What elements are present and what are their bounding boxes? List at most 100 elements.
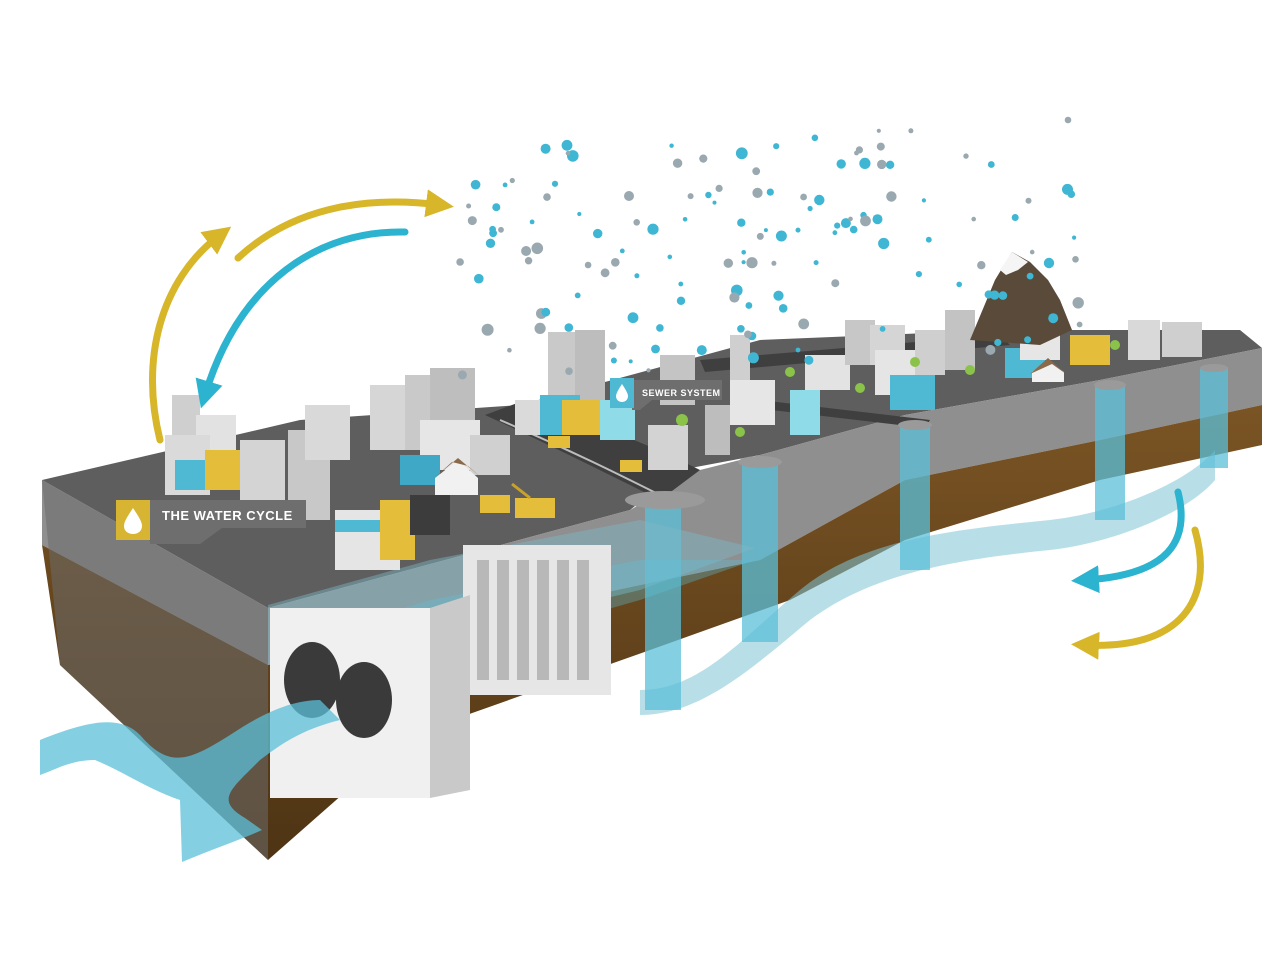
rain-drop [741, 260, 746, 265]
sewer-system-label-text: SEWER SYSTEM [642, 388, 721, 398]
tree [910, 357, 920, 367]
rain-drop [994, 338, 1002, 347]
rain-drop [915, 271, 923, 278]
rain-drop [543, 193, 551, 201]
rain-drop [628, 359, 633, 364]
rain-drop [872, 214, 883, 225]
rain-drop [831, 279, 840, 288]
cyan-arrow-down [195, 228, 409, 409]
rain-drop [1076, 321, 1083, 328]
mountain [970, 252, 1072, 345]
rain-drop [634, 273, 640, 279]
rain-drop [814, 194, 825, 206]
building [1070, 335, 1110, 365]
manhole [898, 420, 932, 430]
rain-drop [921, 198, 927, 203]
rain-drop [878, 237, 890, 250]
rain-drop [467, 216, 477, 226]
rain-drop [608, 341, 617, 350]
car [620, 460, 642, 472]
water-drop-icon [616, 384, 628, 402]
crane-arm [511, 482, 531, 500]
rain-drop [474, 273, 484, 284]
rain-drop [989, 290, 1000, 300]
rain-drop [457, 370, 467, 380]
rain-drop [593, 228, 603, 239]
shaft-5 [1200, 368, 1228, 468]
rain-drop [848, 216, 853, 222]
rain-drop [877, 159, 887, 170]
rain-drop [854, 150, 859, 156]
tree [1110, 340, 1120, 350]
rain-drop [551, 180, 559, 187]
yellow-arrow-return [1071, 526, 1204, 660]
rain-drop [502, 182, 508, 188]
rain-drop [624, 191, 634, 201]
building [1162, 322, 1202, 357]
rain-drop [735, 147, 748, 160]
rain-drop [977, 261, 986, 270]
rain-drop [987, 161, 995, 168]
cycle-arrows-left [149, 189, 454, 444]
rain-drop [651, 344, 660, 354]
city-buildings [165, 310, 1202, 570]
building [575, 330, 605, 400]
rain-drop [729, 292, 740, 303]
rain-drop [565, 150, 571, 156]
rain-drop [798, 318, 810, 330]
mountain-body [970, 252, 1072, 345]
cycle-arrows-right [1071, 488, 1204, 660]
building [205, 450, 243, 490]
rain-drop [646, 368, 651, 373]
rain-drop [509, 177, 515, 184]
rain-drop [485, 238, 496, 248]
rain-drop [672, 158, 683, 168]
rain-drop [773, 290, 784, 301]
rain-drop [840, 218, 851, 229]
tree [676, 414, 688, 426]
sewer-system-label: SEWER SYSTEM [610, 378, 722, 410]
rain-drop [534, 322, 546, 334]
rain-drop [1072, 235, 1077, 240]
rain-drop [775, 230, 787, 242]
rain-drop [678, 281, 684, 287]
rain-drop [766, 188, 774, 196]
water-cycle-label-bg [150, 500, 306, 544]
rain-drop [633, 219, 640, 226]
rain-drop [1048, 313, 1059, 324]
cyan-arrow-return [1071, 488, 1185, 594]
car [548, 436, 570, 448]
building [790, 390, 820, 435]
rain-drop [541, 307, 551, 317]
rain-drop [807, 205, 813, 212]
rain-drop [771, 260, 777, 266]
rain-drop [763, 228, 768, 233]
rain-drop [737, 325, 745, 333]
tree [855, 383, 865, 393]
rain-drop [971, 216, 976, 222]
rain-drop [879, 326, 886, 332]
culvert-opening-1 [284, 642, 340, 718]
rain-drop [998, 291, 1008, 300]
rain-drop [885, 160, 895, 169]
building [915, 330, 945, 375]
house-roof [432, 458, 484, 480]
building [648, 425, 688, 470]
sewer-system-label-bg [632, 380, 722, 410]
rain-drop [531, 242, 544, 255]
rain-drop [456, 258, 464, 266]
shaft-2 [742, 462, 778, 642]
rain-drop [811, 134, 819, 142]
river-outflow [40, 700, 340, 862]
culvert-opening-2 [336, 662, 392, 738]
rain-drop [963, 153, 969, 159]
rain-drop [747, 352, 759, 364]
building [380, 500, 415, 560]
rain-drop [610, 357, 617, 364]
rain-drop [470, 179, 481, 190]
manhole [625, 491, 705, 509]
vehicles [480, 436, 642, 518]
rain-drop [832, 230, 838, 236]
rain-drop [712, 200, 717, 205]
construction-vehicle [515, 498, 555, 518]
